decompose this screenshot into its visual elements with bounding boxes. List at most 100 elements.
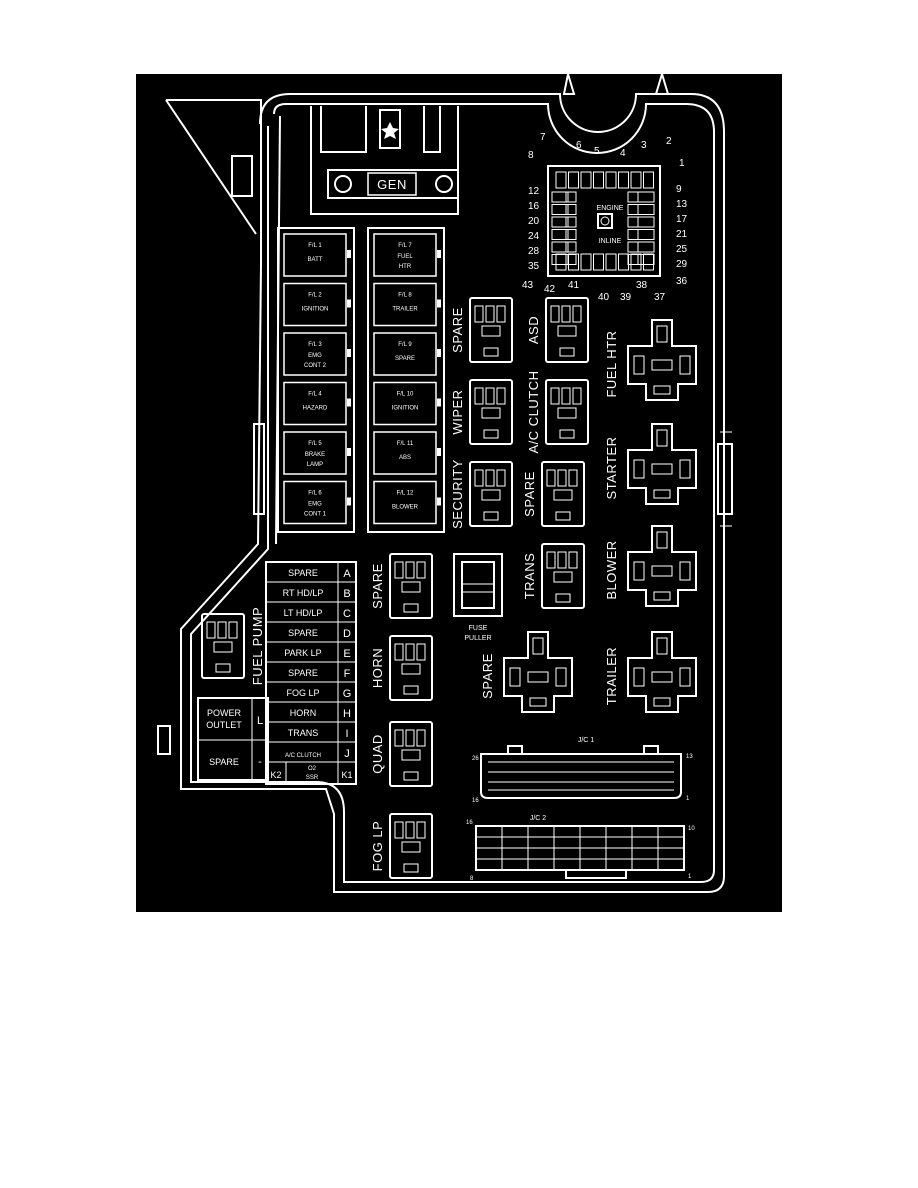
relay-fuel-htr[interactable]: FUEL HTR (604, 319, 697, 401)
relay-trans[interactable]: TRANS (522, 543, 585, 609)
mini-fuse-slot[interactable] (551, 216, 569, 228)
fuse-table-name: TRANS (288, 728, 319, 738)
mini-fuse-slot[interactable] (630, 253, 642, 271)
mini-fuse-slot[interactable] (627, 191, 639, 203)
mini-fuse-slot[interactable] (555, 171, 567, 189)
mini-fuse-slot[interactable] (618, 171, 629, 189)
relay-spare1[interactable]: SPARE (450, 297, 513, 363)
maxi-fuse-name: BRAKE (305, 452, 325, 458)
mini-fuse-slot[interactable] (555, 253, 567, 271)
maxi-fuse-name-line2: HTR (399, 264, 412, 270)
connector-jc2: J/C 2 16 10 8 1 (466, 815, 695, 882)
mini-fuse-slot[interactable] (637, 216, 655, 228)
relay-spare4[interactable]: SPARE (480, 631, 573, 713)
mini-fuse-slot[interactable] (643, 253, 654, 271)
mini-fuse-slot[interactable] (551, 229, 569, 240)
mini-fuse-slot[interactable] (630, 171, 642, 189)
mini-number-top: 4 (620, 148, 626, 159)
mini-fuse-slot[interactable] (627, 254, 639, 265)
mini-fuse-slot[interactable] (580, 171, 592, 189)
jc2-pin-tl: 16 (466, 820, 473, 826)
relay-starter[interactable]: STARTER (604, 423, 697, 505)
connector-jc1: J/C 1 26 13 16 1 (472, 737, 693, 804)
mini-fuse-slot[interactable] (637, 204, 655, 215)
mini-fuse-slot[interactable] (643, 171, 654, 189)
relay-label: HORN (370, 648, 385, 688)
maxi-fuse-number: F/L 11 (397, 441, 414, 447)
fuse-table-ssr: SSR (306, 775, 319, 781)
mini-fuse-slot[interactable] (637, 254, 655, 265)
relay-quad[interactable]: QUAD (370, 721, 433, 787)
mini-fuse-slot[interactable] (565, 216, 577, 228)
relay-ac-clutch[interactable]: A/C CLUTCH (526, 370, 589, 454)
mini-fuse-slot[interactable] (551, 241, 569, 253)
mini-fuse-slot[interactable] (580, 253, 592, 271)
relay-label: STARTER (604, 437, 619, 500)
mini-fuse-slot[interactable] (593, 171, 604, 189)
mini-fuse-slot[interactable] (627, 229, 639, 240)
fuse-table-code: H (343, 708, 351, 720)
mini-fuse-slot[interactable] (551, 191, 569, 203)
relay-security[interactable]: SECURITY (450, 459, 513, 529)
mini-fuse-slot[interactable] (565, 241, 577, 253)
mini-number-left: 20 (528, 216, 540, 227)
mini-fuse-slot[interactable] (627, 241, 639, 253)
jc2-label: J/C 2 (530, 815, 546, 822)
mini-fuse-slot[interactable] (568, 253, 579, 271)
mini-fuse-slot[interactable] (637, 229, 655, 240)
relay-trailer[interactable]: TRAILER (604, 631, 697, 713)
mini-fuse-slot[interactable] (551, 204, 569, 215)
relay-fuel-pump[interactable]: FUEL PUMP (201, 607, 265, 685)
jc2-pin-tr: 10 (688, 826, 695, 832)
mini-fuse-slot[interactable] (605, 253, 617, 271)
mini-fuse-slot[interactable] (565, 204, 577, 215)
mini-fuse-slot[interactable] (605, 171, 617, 189)
mini-fuse-slot[interactable] (565, 191, 577, 203)
mini-fuse-slot[interactable] (565, 229, 577, 240)
fuse-table-name: SPARE (288, 628, 318, 638)
relay-spare2[interactable]: SPARE (522, 461, 585, 527)
mini-fuse-slot[interactable] (593, 253, 604, 271)
relay-asd[interactable]: ASD (526, 297, 589, 363)
maxi-fuse-number: F/L 7 (398, 243, 412, 249)
fuse-puller-label-1: FUSE (469, 625, 488, 632)
relay-spare3[interactable]: SPARE (370, 553, 433, 619)
relay-fog-lp[interactable]: FOG LP (370, 813, 433, 879)
relay-horn[interactable]: HORN (370, 635, 433, 701)
mini-fuse-slot[interactable] (568, 171, 579, 189)
housing-outline (157, 70, 733, 893)
fuse-puller[interactable]: FUSE PULLER (453, 553, 503, 642)
mini-fuse-slot[interactable] (637, 191, 655, 203)
relay-blower[interactable]: BLOWER (604, 525, 697, 607)
mini-fuse-slot[interactable] (627, 216, 639, 228)
relay-wiper[interactable]: WIPER (450, 379, 513, 445)
mini-fuse-slot[interactable] (618, 253, 629, 271)
mini-fuse-slot[interactable] (627, 204, 639, 215)
mini-fuse-slot[interactable] (637, 241, 655, 253)
maxi-fuse-name: BATT (308, 257, 323, 263)
maxi-fuse-number: F/L 10 (397, 392, 414, 398)
